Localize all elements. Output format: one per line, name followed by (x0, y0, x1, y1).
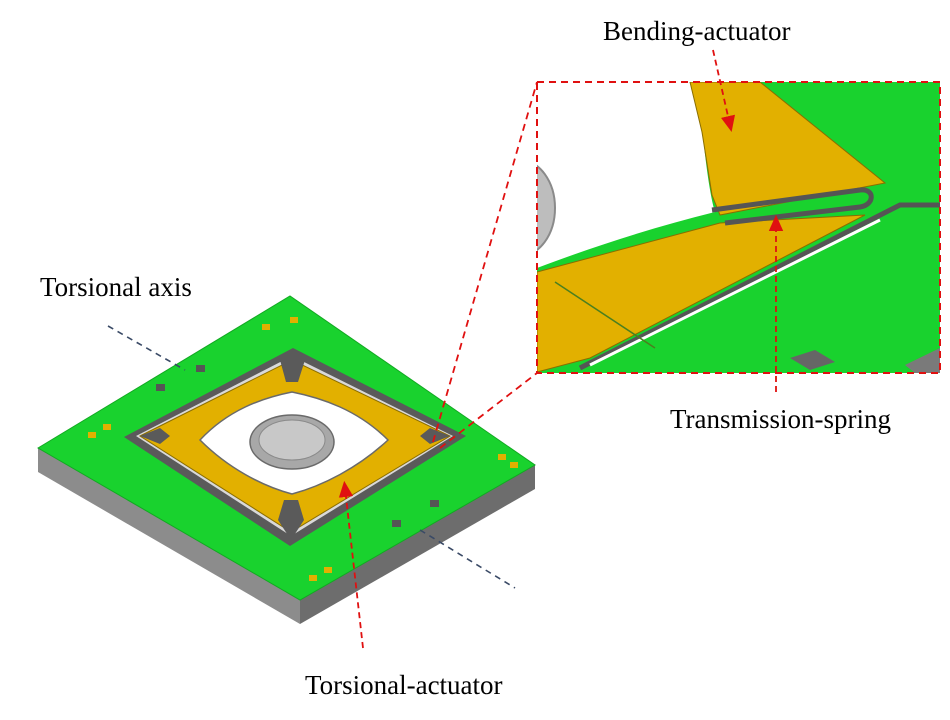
zoom-inset (536, 81, 941, 374)
torsional-axis-line-top (107, 325, 186, 371)
substrate-left-side (38, 448, 300, 624)
torsional-axis-line-bottom (419, 529, 516, 589)
notch-bottom (278, 500, 304, 540)
torsional-axis-label: Torsional axis (40, 272, 192, 302)
transmission-spring-label: Transmission-spring (670, 404, 891, 434)
bond-pads (88, 317, 518, 581)
notch-top (280, 352, 305, 382)
mirror-plate (258, 419, 326, 461)
bending-actuator-label: Bending-actuator (603, 16, 790, 46)
zoom-line-bottom (439, 372, 538, 449)
substrate-right-side (300, 465, 535, 624)
alignment-marks (156, 365, 439, 527)
notch-left (140, 428, 170, 444)
torsional-actuator-label: Torsional-actuator (305, 670, 503, 700)
zoom-frame (536, 81, 941, 374)
torsional-actuator-leader (338, 480, 364, 649)
mems-device (37, 295, 536, 624)
bending-actuator-leader (712, 49, 736, 133)
zoom-line-top (432, 81, 538, 443)
